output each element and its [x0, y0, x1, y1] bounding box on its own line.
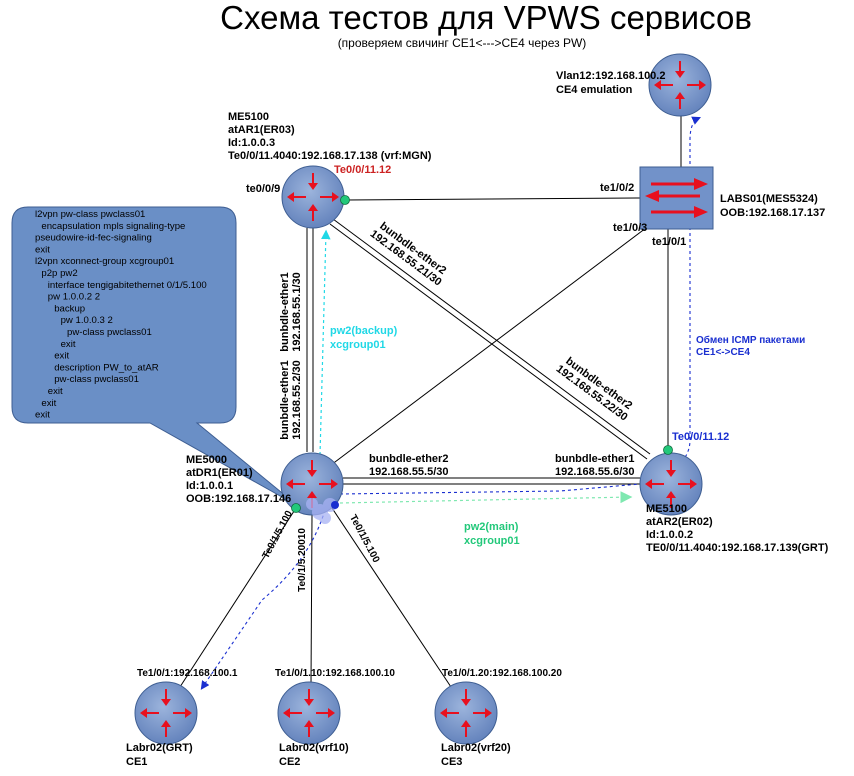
config-line: pseudowire-id-fec-signaling — [35, 233, 152, 244]
ce1-role: CE1 — [126, 756, 147, 768]
ce2-role: CE2 — [279, 756, 300, 768]
pw-backup-label: pw2(backup) — [330, 325, 398, 337]
link-label-dr1-ce1: Te0/1/5.100 — [261, 509, 296, 561]
atar2-name: atAR2(ER02) — [646, 516, 713, 528]
config-line: exit — [48, 386, 63, 397]
ce4-label-name: CE4 emulation — [556, 84, 633, 96]
pw-backup-path — [319, 229, 331, 456]
config-line: exit — [41, 398, 56, 409]
labs01-port-te102: te1/0/2 — [600, 182, 634, 194]
ce3-iface: Te1/0/1.20:192.168.100.20 — [442, 668, 562, 679]
labs01-port-te101: te1/0/1 — [652, 236, 686, 248]
atar1-name: atAR1(ER03) — [228, 124, 295, 136]
bundle-dr1-ar2-right-name: bunbdle-ether1 — [555, 453, 634, 465]
bundle-dr1-ar2-left-ip: 192.168.55.5/30 — [369, 466, 449, 478]
ce1-iface: Te1/0/1:192.168.100.1 — [137, 668, 238, 679]
bundle-dr1-ar2-left-name: bunbdle-ether2 — [369, 453, 448, 465]
config-line: description PW_to_atAR — [54, 362, 159, 373]
links — [177, 116, 682, 691]
bundle-ar1-dr1-bot-name: bunbdle-ether1 — [279, 360, 291, 439]
config-line: p2p pw2 — [41, 268, 77, 279]
config-line: l2vpn pw-class pwclass01 — [35, 209, 145, 220]
atar1-model: ME5100 — [228, 111, 269, 123]
ce3-role: CE3 — [441, 756, 462, 768]
bundle-dr1-ar2-right-ip: 192.168.55.6/30 — [555, 466, 635, 478]
ce1-name: Labr02(GRT) — [126, 742, 193, 754]
atdr1-name: atDR1(ER01) — [186, 467, 253, 479]
labs01-name: LABS01(MES5324) — [720, 193, 818, 205]
config-line: pw-class pwclass01 — [67, 327, 152, 338]
ce2-name: Labr02(vrf10) — [279, 742, 349, 754]
pw-main-label: pw2(main) — [464, 521, 519, 533]
atar2-te-label: Te0/0/11.12 — [672, 431, 729, 443]
atar2-id: Id:1.0.0.2 — [646, 529, 693, 541]
bundle-ar1-dr1-top-ip: 192.168.55.1/30 — [291, 272, 303, 352]
port-dot-atar2-te11 — [663, 445, 673, 455]
pw-main-path — [339, 491, 633, 504]
icmp-label: Обмен ICMP пакетами — [696, 334, 805, 346]
atar1-id: Id:1.0.0.3 — [228, 137, 275, 149]
atar1-te-label: Te0/0/11.12 — [334, 164, 391, 176]
ce4-label-vlan: Vlan12:192.168.100.2 — [556, 70, 665, 82]
labs01-oob: OOB:192.168.17.137 — [720, 207, 825, 219]
config-line: interface tengigabitethernet 0/1/5.100 — [48, 280, 207, 291]
link-atar1-atar2-a — [332, 218, 651, 455]
port-dot-atdr1-ce1 — [291, 503, 301, 513]
page-subtitle: (проверяем свичинг CE1<--->CE4 через PW) — [338, 36, 587, 50]
config-line: backup — [54, 303, 85, 314]
config-line: pw 1.0.0.2 2 — [48, 292, 100, 303]
atdr1-id: Id:1.0.0.1 — [186, 480, 233, 492]
ce3-name: Labr02(vrf20) — [441, 742, 511, 754]
icmp-label-ce: CE1<->CE4 — [696, 347, 750, 358]
labs01-port-te103: te1/0/3 — [613, 222, 647, 234]
pw-backup-group: xcgroup01 — [330, 339, 386, 351]
router-ce1 — [134, 681, 198, 745]
switch-labs01 — [639, 166, 714, 230]
config-line: l2vpn xconnect-group xcgroup01 — [35, 256, 174, 267]
atar2-iface: TE0/0/11.4040:192.168.17.139(GRT) — [646, 542, 829, 554]
link-atdr1-ce2 — [310, 514, 313, 685]
router-ce2 — [277, 681, 341, 745]
atdr1-oob: OOB:192.168.17.146 — [186, 493, 291, 505]
ce2-iface: Te1/0/1.10:192.168.100.10 — [275, 668, 395, 679]
bundle-ar1-dr1-top-name: bunbdle-ether1 — [279, 272, 291, 351]
pw-cloud — [306, 498, 337, 524]
link-atdr1-ce3 — [329, 504, 454, 691]
atar1-port-te009: te0/0/9 — [246, 183, 280, 195]
atdr1-model: ME5000 — [186, 454, 227, 466]
config-line: exit — [35, 410, 50, 421]
link-atar1-atar2-b — [329, 223, 648, 460]
config-line: exit — [61, 339, 76, 350]
port-dot-atdr1-blue — [331, 501, 339, 509]
atar1-iface: Te0/0/11.4040:192.168.17.138 (vrf:MGN) — [228, 150, 432, 162]
port-dot-atar1-te11 — [340, 195, 350, 205]
router-ce4 — [648, 53, 712, 117]
config-line: pw 1.0.0.3 2 — [61, 315, 113, 326]
pw-main-group: xcgroup01 — [464, 535, 520, 547]
link-labs01-atdr1 — [330, 227, 647, 466]
config-line: exit — [54, 351, 69, 362]
config-line: encapsulation mpls signaling-type — [41, 221, 185, 232]
atar2-model: ME5100 — [646, 503, 687, 515]
bundle-ar1-dr1-bot-ip: 192.168.55.2/30 — [291, 360, 303, 440]
link-atdr1-ce1 — [177, 504, 299, 691]
link-atar1-labs01 — [345, 197, 641, 201]
config-line: pw-class pwclass01 — [54, 374, 139, 385]
router-ce3 — [434, 681, 498, 745]
config-line: exit — [35, 244, 50, 255]
link-label-dr1-ce2: Te0/1/5.20010 — [297, 528, 308, 592]
page-title: Схема тестов для VPWS сервисов — [220, 0, 752, 36]
